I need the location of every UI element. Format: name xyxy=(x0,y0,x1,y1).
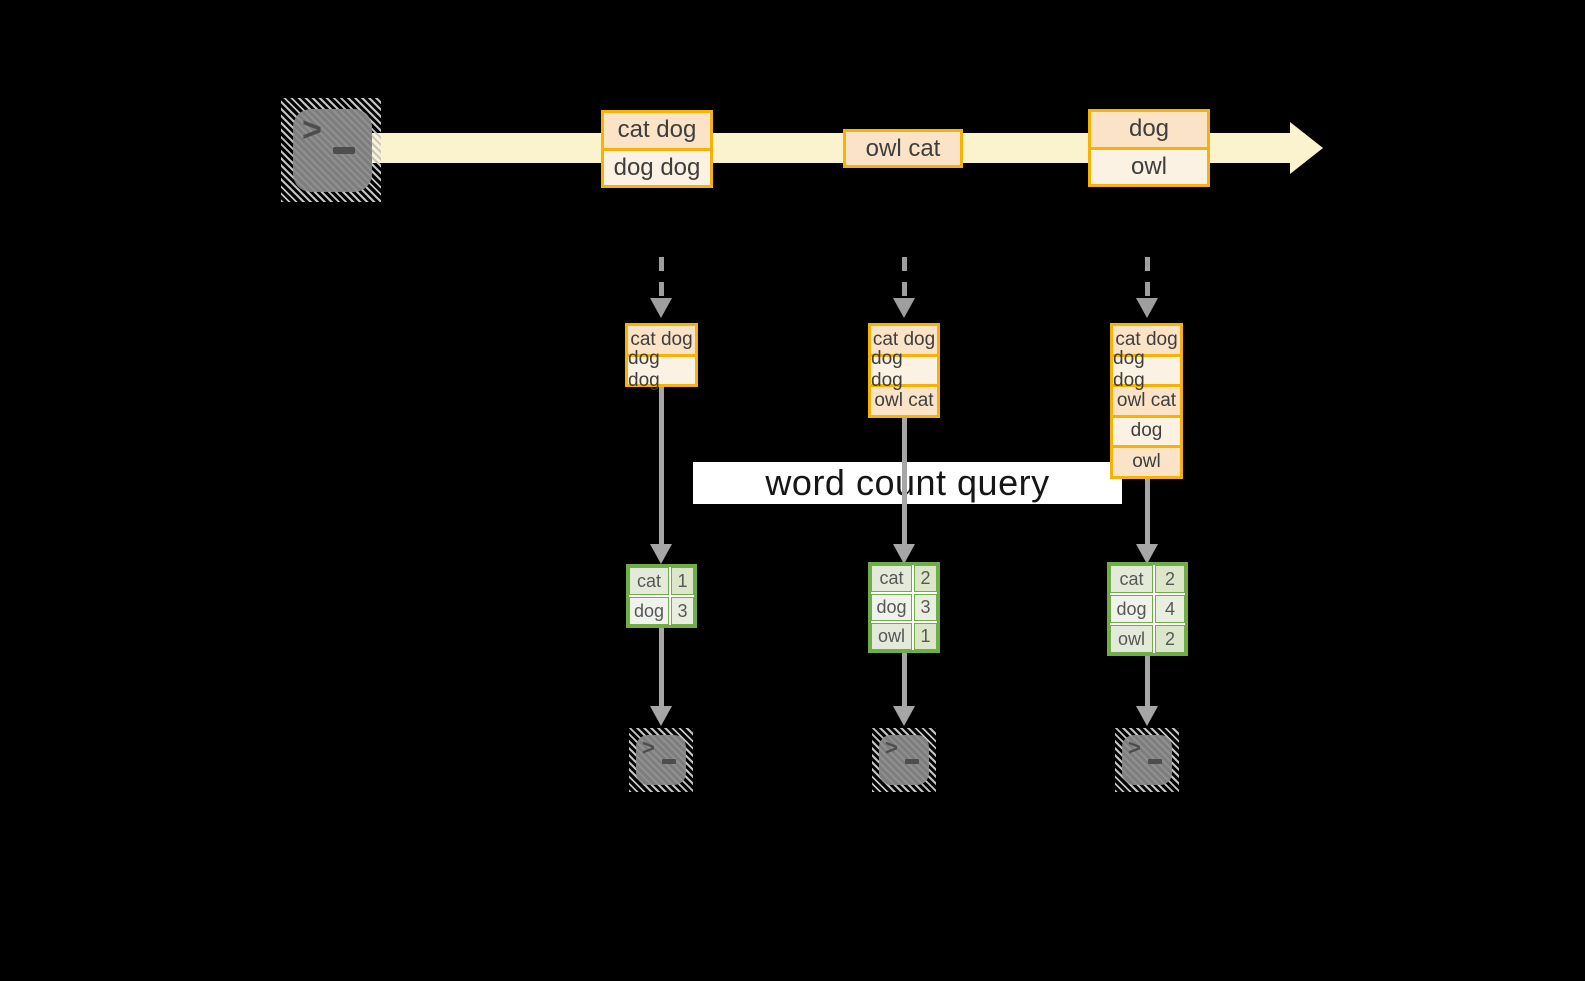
microbatch-dashed-arrow-icon xyxy=(658,257,664,299)
terminal-prompt: > xyxy=(302,111,322,149)
count-cell: 1 xyxy=(914,623,937,650)
terminal-prompt: > xyxy=(1128,735,1141,760)
connector-arrow-icon xyxy=(658,628,664,706)
connector-arrowhead-icon xyxy=(1136,706,1158,726)
connector-arrowhead-icon xyxy=(893,544,915,564)
query-label: word count query xyxy=(765,462,1050,503)
buffer-item: owl cat xyxy=(1113,387,1180,415)
terminal-cursor-icon xyxy=(662,759,676,764)
count-cell: 2 xyxy=(1155,565,1185,593)
stream-event-word: owl xyxy=(1091,149,1207,184)
buffer-item: cat dog xyxy=(871,326,937,354)
sink-terminal-icon: > xyxy=(1115,728,1179,792)
count-cell: 2 xyxy=(1155,625,1185,653)
count-cell: 1 xyxy=(671,567,694,595)
word-cell: dog xyxy=(1110,595,1153,623)
count-cell: 2 xyxy=(914,565,937,592)
stream-event-word: dog xyxy=(1091,112,1207,147)
connector-arrowhead-icon xyxy=(650,544,672,564)
terminal-screen: > xyxy=(1122,735,1172,785)
word-cell: dog xyxy=(629,597,669,625)
buffer-item: dog dog xyxy=(1113,348,1180,391)
connector-arrow-icon xyxy=(658,387,664,544)
connector-arrowhead-icon xyxy=(1136,544,1158,564)
terminal-prompt: > xyxy=(642,735,655,760)
count-cell: 3 xyxy=(671,597,694,625)
connector-arrow-icon xyxy=(901,418,907,544)
word-cell: cat xyxy=(871,565,912,592)
terminal-screen: > xyxy=(636,735,686,785)
terminal-cursor-icon xyxy=(333,147,355,154)
word-cell: owl xyxy=(1110,625,1153,653)
word-cell: owl xyxy=(871,623,912,650)
connector-arrowhead-icon xyxy=(893,706,915,726)
buffer-item: dog dog xyxy=(628,348,695,391)
connector-arrowhead-icon xyxy=(650,706,672,726)
terminal-prompt: > xyxy=(885,735,898,760)
count-cell: 4 xyxy=(1155,595,1185,623)
buffer-item: cat dog xyxy=(1113,326,1180,354)
word-cell: cat xyxy=(629,567,669,595)
microbatch-dashed-arrow-icon xyxy=(901,257,907,299)
terminal-screen: > xyxy=(293,109,372,192)
terminal-screen: > xyxy=(879,735,929,785)
terminal-cursor-icon xyxy=(905,759,919,764)
terminal-cursor-icon xyxy=(1148,759,1162,764)
sink-terminal-icon: > xyxy=(872,728,936,792)
connector-arrow-icon xyxy=(1144,478,1150,544)
buffer-item: dog xyxy=(1113,417,1180,445)
buffer-item: owl cat xyxy=(871,387,937,415)
connector-arrow-icon xyxy=(901,643,907,706)
word-cell: dog xyxy=(871,594,912,621)
buffer-item: dog dog xyxy=(871,348,937,391)
count-cell: 3 xyxy=(914,594,937,621)
query-banner: word count query xyxy=(693,462,1122,504)
stream-event-word: owl cat xyxy=(846,132,960,165)
stream-event-box: owl cat xyxy=(843,129,963,168)
word-cell: cat xyxy=(1110,565,1153,593)
connector-arrow-icon xyxy=(1144,646,1150,706)
stream-arrowhead-icon xyxy=(1290,122,1323,174)
source-terminal-icon: > xyxy=(281,98,381,202)
microbatch-arrowhead-icon xyxy=(1136,298,1158,318)
sink-terminal-icon: > xyxy=(629,728,693,792)
buffer-item: cat dog xyxy=(628,326,695,354)
buffer-item: owl xyxy=(1113,448,1180,476)
microbatch-dashed-arrow-icon xyxy=(1144,257,1150,299)
microbatch-arrowhead-icon xyxy=(650,298,672,318)
stream-event-word: cat dog xyxy=(604,113,710,148)
stream-event-word: dog dog xyxy=(604,150,710,185)
microbatch-arrowhead-icon xyxy=(893,298,915,318)
